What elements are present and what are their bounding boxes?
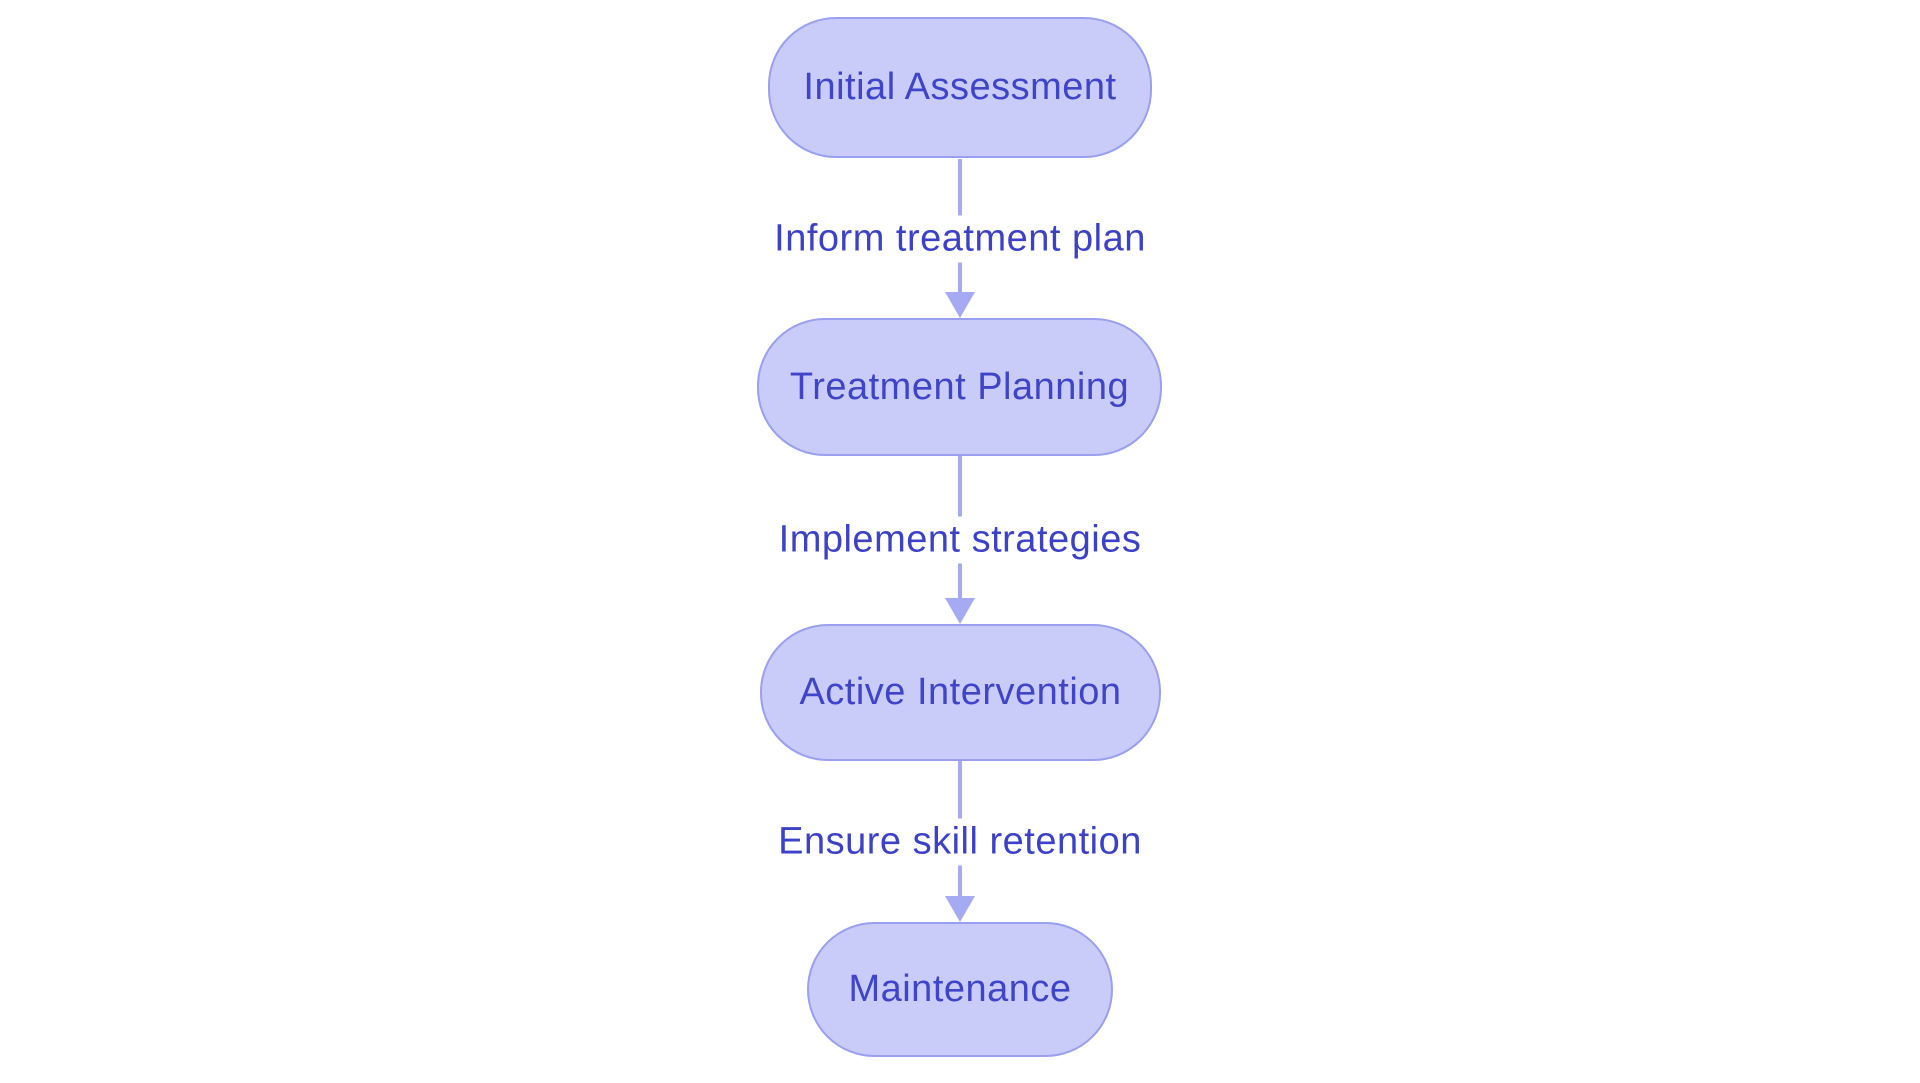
flowchart-node-treatment-planning: Treatment Planning	[757, 318, 1162, 456]
edge-label: Inform treatment plan	[764, 215, 1156, 262]
flowchart-node-maintenance: Maintenance	[807, 922, 1113, 1057]
edge-initial-assessment-to-treatment-planning: Inform treatment plan	[0, 159, 1920, 318]
edge-treatment-planning-to-active-intervention: Implement strategies	[0, 456, 1920, 624]
arrowhead-down-icon	[945, 598, 975, 624]
node-label: Active Intervention	[799, 671, 1122, 713]
node-label: Maintenance	[848, 968, 1072, 1010]
edge-label: Ensure skill retention	[768, 818, 1152, 865]
node-label: Treatment Planning	[789, 365, 1130, 408]
arrowhead-down-icon	[945, 292, 975, 318]
flowchart-node-active-intervention: Active Intervention	[760, 624, 1161, 761]
edge-active-intervention-to-maintenance: Ensure skill retention	[0, 761, 1920, 922]
edge-label: Implement strategies	[768, 516, 1152, 564]
node-label: Initial Assessment	[803, 66, 1117, 108]
arrowhead-down-icon	[945, 896, 975, 922]
flowchart-node-initial-assessment: Initial Assessment	[768, 17, 1152, 158]
